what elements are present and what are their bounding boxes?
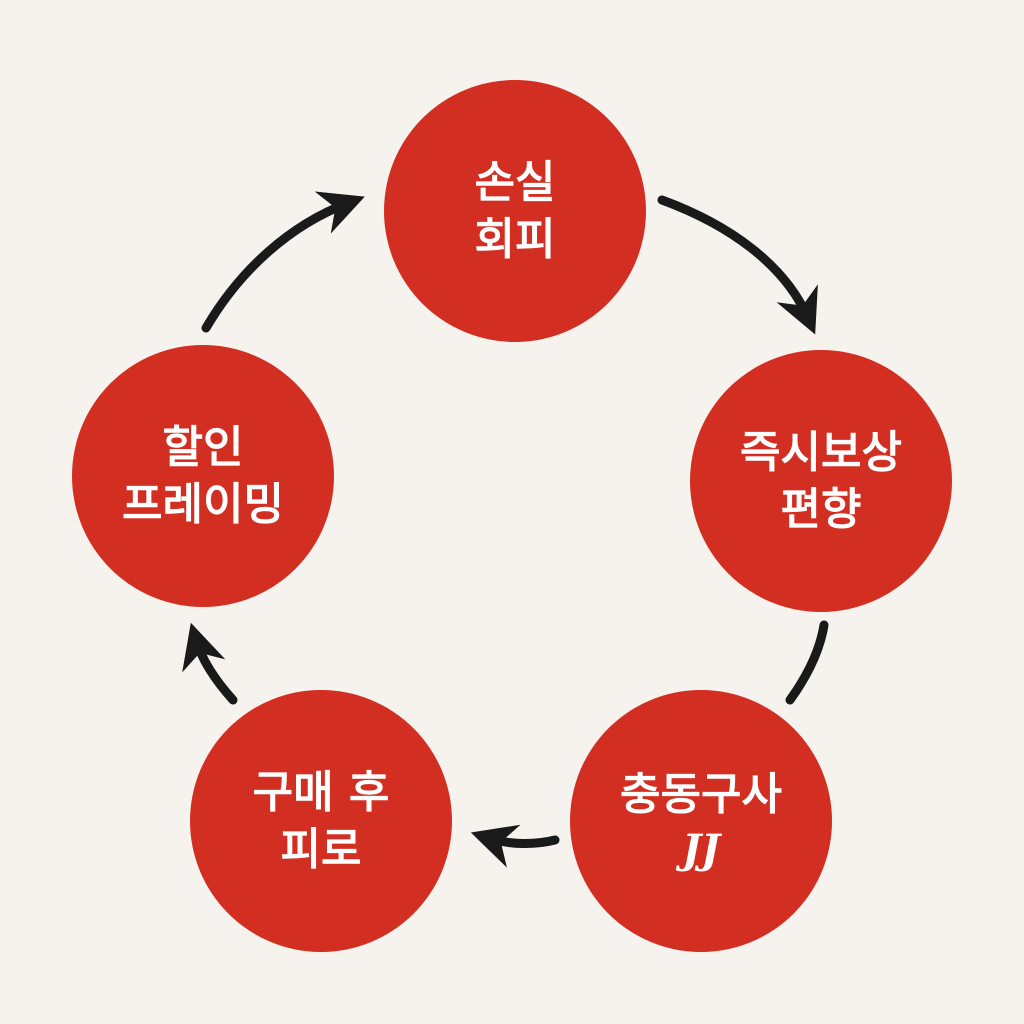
node-label-line1: 즉시보상	[740, 426, 902, 478]
node-label-line2: 회피	[474, 214, 556, 265]
node-immediate-reward-bias: 즉시보상 편향	[690, 350, 952, 612]
arrow-left-to-top	[201, 191, 365, 333]
node-impulse-buying: 충동구사 JJ	[570, 690, 832, 952]
node-label-line2: JJ	[682, 825, 720, 873]
arrow-bottom-right-to-bottom-left	[470, 824, 560, 868]
node-label-line1: 할인	[162, 421, 244, 473]
node-loss-aversion: 손실 회피	[384, 80, 646, 342]
node-discount-framing: 할인 프레이밍	[72, 345, 334, 607]
node-label-line1: 충동구사	[620, 769, 782, 821]
node-label-line2: 피로	[280, 824, 362, 875]
arrow-bottom-left-to-left	[182, 622, 238, 705]
arrow-top-to-right	[657, 195, 818, 335]
node-label-line2: 프레이밍	[122, 479, 284, 530]
arrow-right-to-bottom-right	[785, 620, 829, 705]
node-label-line1: 손실	[474, 156, 556, 208]
node-label-line2: 편향	[780, 484, 862, 535]
node-post-purchase-fatigue: 구매 후 피로	[190, 690, 452, 952]
node-label-line1: 구매 후	[252, 766, 390, 818]
